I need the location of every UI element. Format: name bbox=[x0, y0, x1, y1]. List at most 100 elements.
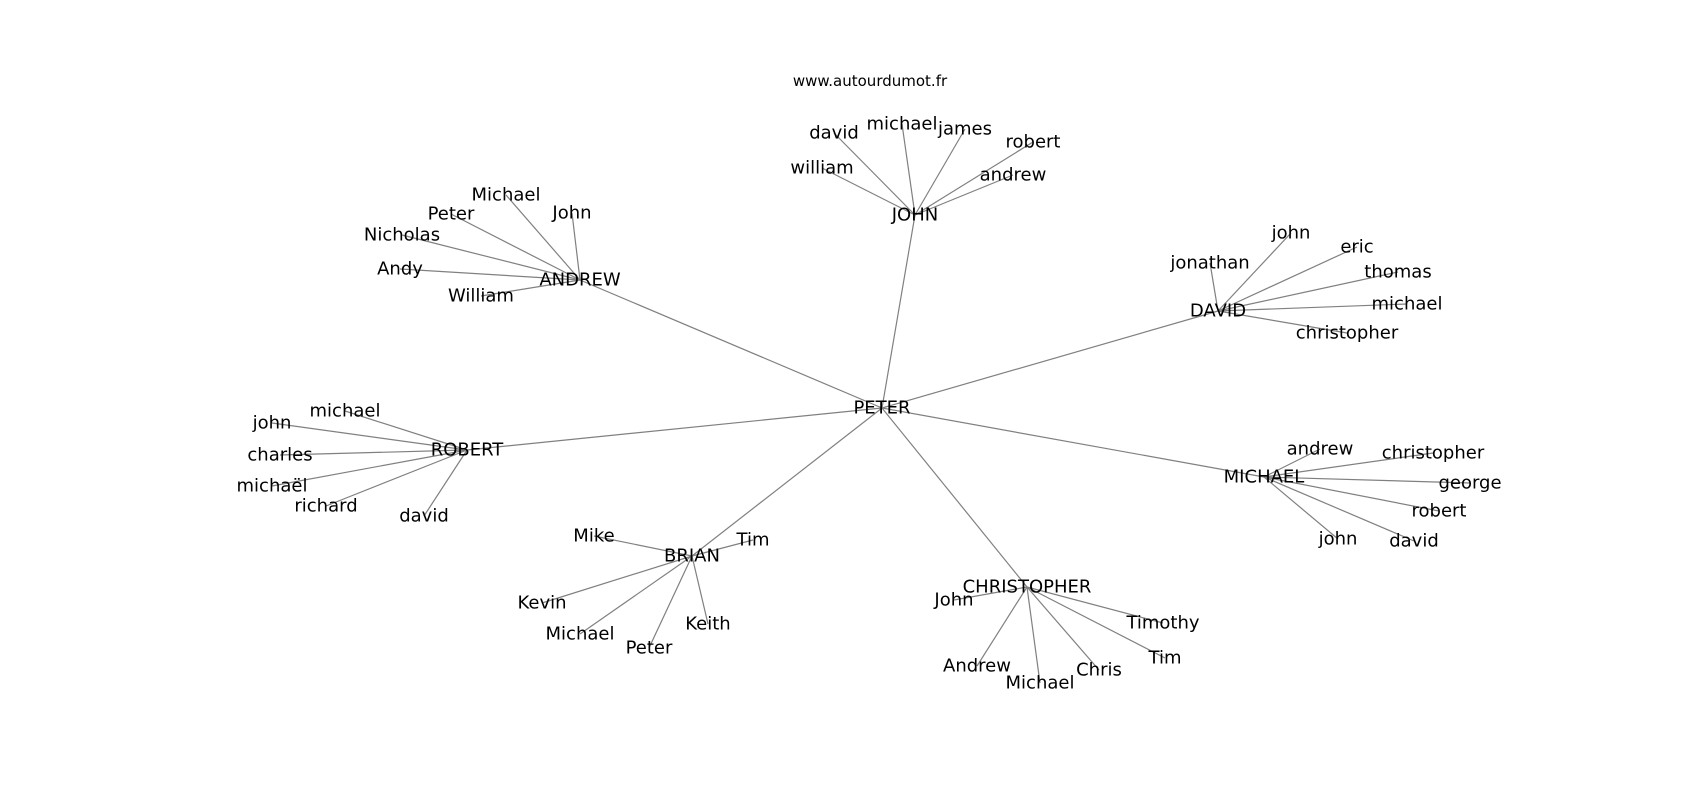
edge-hub-leaf bbox=[1263, 476, 1471, 484]
edge-hub-leaf bbox=[279, 449, 468, 456]
leaf-node: james bbox=[937, 119, 992, 140]
leaf-node: Peter bbox=[626, 638, 673, 659]
edge-hub-leaf bbox=[1217, 232, 1292, 312]
leaf-node: thomas bbox=[1364, 262, 1431, 283]
edge-root-hub bbox=[881, 214, 916, 409]
leaf-node: Tim bbox=[1148, 648, 1182, 669]
edge-hub-leaf bbox=[571, 212, 581, 281]
leaf-node: Michael bbox=[546, 624, 615, 645]
edge-hub-leaf bbox=[1263, 476, 1415, 542]
hub-node: BRIAN bbox=[664, 546, 720, 567]
edge-hub-leaf bbox=[1263, 452, 1434, 478]
edge-root-hub bbox=[881, 407, 1265, 478]
leaf-node: george bbox=[1438, 473, 1501, 494]
leaf-node: Tim bbox=[736, 530, 770, 551]
edge-hub-leaf bbox=[1026, 586, 1041, 684]
leaf-node: Keith bbox=[685, 614, 730, 635]
leaf-node: Mike bbox=[573, 526, 614, 547]
edge-root-hub bbox=[579, 279, 883, 409]
edge-hub-leaf bbox=[271, 422, 468, 451]
edge-hub-leaf bbox=[953, 586, 1028, 601]
leaf-node: robert bbox=[1006, 132, 1061, 153]
edges-layer bbox=[271, 123, 1471, 684]
edge-hub-leaf bbox=[344, 410, 468, 451]
edge-hub-leaf bbox=[914, 128, 966, 216]
edge-root-hub bbox=[881, 407, 1028, 588]
leaf-node: Peter bbox=[428, 204, 475, 225]
hub-node: DAVID bbox=[1190, 301, 1246, 322]
leaf-node: Timothy bbox=[1125, 613, 1199, 634]
leaf-node: John bbox=[933, 590, 973, 611]
edge-hub-leaf bbox=[1209, 262, 1219, 312]
edge-hub-leaf bbox=[914, 141, 1034, 216]
leaf-node: christopher bbox=[1382, 443, 1485, 464]
edge-hub-leaf bbox=[423, 449, 468, 517]
leaf-node: michaël bbox=[237, 476, 308, 497]
edge-hub-leaf bbox=[1217, 310, 1348, 334]
leaf-node: christopher bbox=[1296, 323, 1399, 344]
leaf-node: Nicholas bbox=[364, 225, 440, 246]
edge-hub-leaf bbox=[648, 555, 693, 649]
hub-node: ANDREW bbox=[539, 270, 621, 291]
leaf-node: Michael bbox=[1006, 673, 1075, 694]
edge-hub-leaf bbox=[691, 539, 754, 557]
hub-node: MICHAEL bbox=[1224, 467, 1305, 488]
edge-hub-leaf bbox=[505, 194, 581, 281]
edge-hub-leaf bbox=[1263, 476, 1440, 512]
edge-root-hub bbox=[466, 407, 883, 451]
leaf-node: eric bbox=[1340, 237, 1373, 258]
site-caption: www.autourdumot.fr bbox=[792, 72, 948, 90]
leaf-node: michael bbox=[310, 401, 381, 422]
leaf-node: charles bbox=[247, 445, 312, 466]
edge-hub-leaf bbox=[593, 535, 693, 557]
edge-hub-leaf bbox=[833, 132, 916, 216]
edge-hub-leaf bbox=[976, 586, 1028, 667]
edge-hub-leaf bbox=[1263, 476, 1339, 540]
root-node: PETER bbox=[853, 398, 910, 419]
edge-hub-leaf bbox=[1263, 448, 1321, 478]
edge-hub-leaf bbox=[1217, 303, 1408, 312]
edge-hub-leaf bbox=[1217, 271, 1399, 312]
leaf-node: John bbox=[551, 203, 591, 224]
hub-node: ROBERT bbox=[431, 440, 505, 461]
leaf-node: jonathan bbox=[1169, 253, 1249, 274]
edge-hub-leaf bbox=[821, 167, 916, 216]
edge-root-hub bbox=[691, 407, 883, 557]
edge-hub-leaf bbox=[450, 213, 581, 281]
leaf-node: david bbox=[399, 506, 449, 527]
edge-root-hub bbox=[881, 310, 1219, 409]
edge-hub-leaf bbox=[271, 449, 468, 487]
leaf-node: andrew bbox=[980, 165, 1047, 186]
hub-node: CHRISTOPHER bbox=[963, 577, 1092, 598]
leaf-node: Andrew bbox=[943, 656, 1011, 677]
edge-hub-leaf bbox=[325, 449, 468, 507]
leaf-node: richard bbox=[294, 496, 357, 517]
leaf-node: robert bbox=[1412, 501, 1467, 522]
leaf-node: andrew bbox=[1287, 439, 1354, 460]
edge-hub-leaf bbox=[579, 555, 693, 635]
edge-hub-leaf bbox=[401, 234, 581, 281]
leaf-node: Kevin bbox=[517, 593, 566, 614]
edge-hub-leaf bbox=[1026, 586, 1100, 671]
leaf-node: Andy bbox=[377, 259, 423, 280]
hub-node: JOHN bbox=[891, 205, 938, 226]
leaf-node: Michael bbox=[472, 185, 541, 206]
leaf-node: david bbox=[809, 123, 859, 144]
leaf-node: william bbox=[790, 158, 853, 179]
leaf-node: david bbox=[1389, 531, 1439, 552]
leaf-node: john bbox=[1271, 223, 1311, 244]
edge-hub-leaf bbox=[399, 268, 581, 281]
leaf-node: michael bbox=[867, 114, 938, 135]
leaf-node: john bbox=[1318, 529, 1358, 550]
edge-hub-leaf bbox=[901, 123, 916, 216]
leaf-node: Chris bbox=[1076, 660, 1122, 681]
leaf-node: john bbox=[252, 413, 292, 434]
leaf-node: William bbox=[448, 286, 514, 307]
leaf-node: michael bbox=[1372, 294, 1443, 315]
edge-hub-leaf bbox=[480, 279, 581, 297]
edge-hub-leaf bbox=[691, 555, 709, 625]
edge-hub-leaf bbox=[1217, 246, 1358, 312]
edge-hub-leaf bbox=[541, 555, 693, 604]
